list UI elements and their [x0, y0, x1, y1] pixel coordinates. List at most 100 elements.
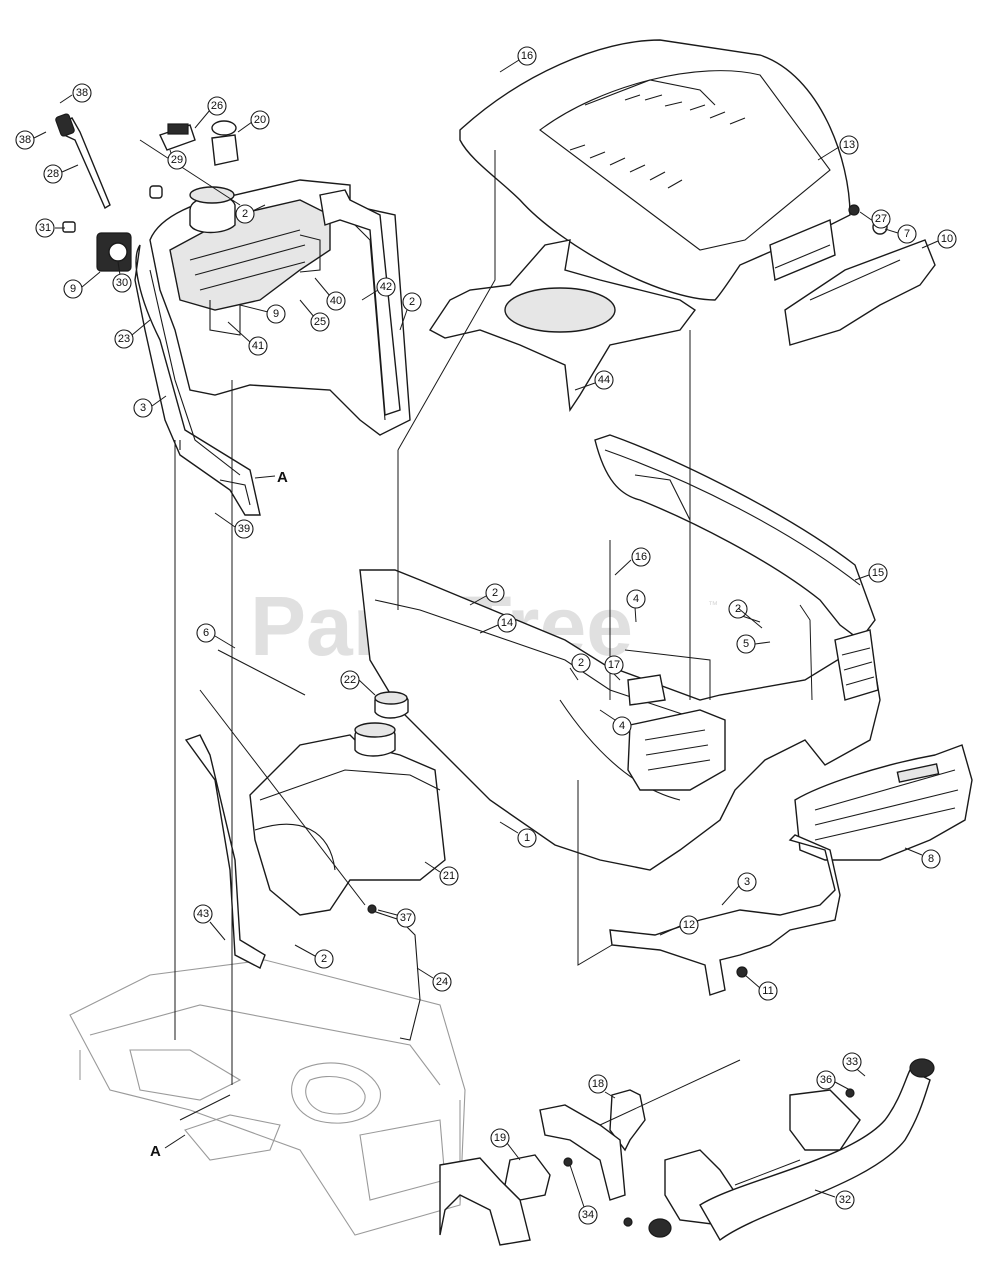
- callout-number: 31: [39, 222, 51, 234]
- callout-bubble: [248, 336, 268, 356]
- callout-bubble: [588, 1074, 608, 1094]
- callout-bubble: [234, 519, 254, 539]
- callout-number: 38: [19, 134, 31, 146]
- callout-number: 23: [118, 333, 130, 345]
- callout-number: 18: [592, 1078, 604, 1090]
- callout-number: 4: [619, 720, 625, 732]
- callout-bubble: [594, 370, 614, 390]
- callout-number: 6: [203, 627, 209, 639]
- hood: [459, 39, 936, 346]
- callout-number: 1: [524, 832, 530, 844]
- callout-number: 13: [843, 139, 855, 151]
- callout-number: 41: [252, 340, 264, 352]
- callout-bubble: [612, 716, 632, 736]
- callout-bubble: [839, 135, 859, 155]
- callout-number: 32: [839, 1194, 851, 1206]
- callout-number: 14: [501, 617, 513, 629]
- callout-number: 33: [846, 1056, 858, 1068]
- callout-number: 39: [238, 523, 250, 535]
- callout-number: 21: [443, 870, 455, 882]
- callout-bubble: [679, 915, 699, 935]
- callout-number: 17: [608, 659, 620, 671]
- callout-bubble: [937, 229, 957, 249]
- callout-number: 7: [904, 228, 910, 240]
- callout-number: 27: [875, 213, 887, 225]
- callout-bubble: [326, 291, 346, 311]
- callout-number: 9: [70, 283, 76, 295]
- callout-bubble: [626, 589, 646, 609]
- callout-number: 34: [582, 1209, 594, 1221]
- callout-number: 40: [330, 295, 342, 307]
- callout-bubble: [72, 83, 92, 103]
- callout-bubble: [35, 218, 55, 238]
- callout-bubble: [133, 398, 153, 418]
- callout-number: 4: [633, 593, 639, 605]
- callout-bubble: [835, 1190, 855, 1210]
- callout-number: 3: [140, 402, 146, 414]
- callout-number: 15: [872, 567, 884, 579]
- callout-number: 22: [344, 674, 356, 686]
- callout-number: 2: [409, 296, 415, 308]
- callout-number: 2: [735, 603, 741, 615]
- callout-number: 9: [273, 308, 279, 320]
- callout-number: 16: [521, 50, 533, 62]
- callout-number: 36: [820, 1074, 832, 1086]
- fuel-tank: [249, 691, 446, 1041]
- callout-number: 2: [242, 208, 248, 220]
- callout-bubble: [631, 547, 651, 567]
- air-duct: [428, 239, 697, 412]
- callout-number: 12: [683, 919, 695, 931]
- callout-number: 25: [314, 316, 326, 328]
- callout-bubble: [758, 981, 778, 1001]
- callout-bubble: [432, 972, 452, 992]
- callout-number: 44: [598, 374, 610, 386]
- callout-bubble: [921, 849, 941, 869]
- callout-number: 10: [941, 233, 953, 245]
- callout-bubble: [604, 655, 624, 675]
- callout-number: 19: [494, 1132, 506, 1144]
- callout-bubble: [250, 110, 270, 130]
- dash-panel-assembly: [134, 179, 411, 516]
- callout-bubble: [737, 872, 757, 892]
- callout-number: 30: [116, 277, 128, 289]
- callout-number: 2: [492, 587, 498, 599]
- callout-number: 2: [321, 953, 327, 965]
- alignment-lines: [139, 139, 813, 1186]
- callout-number: 8: [928, 853, 934, 865]
- callout-bubble: [15, 130, 35, 150]
- callout-number: 16: [635, 551, 647, 563]
- callout-number: 20: [254, 114, 266, 126]
- callout-bubble: [376, 277, 396, 297]
- callout-bubble: [314, 949, 334, 969]
- callout-bubble: [497, 613, 517, 633]
- callout-bubble: [310, 312, 330, 332]
- callout-bubble: [167, 150, 187, 170]
- callout-bubble: [340, 670, 360, 690]
- callout-number: 43: [197, 908, 209, 920]
- reference-label-a-bottom: A: [150, 1143, 161, 1160]
- callout-bubble: [868, 563, 888, 583]
- ignition-parts: [55, 113, 239, 272]
- callout-bubble: [736, 634, 756, 654]
- callout-bubble: [63, 279, 83, 299]
- callout-number: 29: [171, 154, 183, 166]
- callout-bubble: [571, 653, 591, 673]
- callout-bubble: [439, 866, 459, 886]
- frame-outline: [69, 959, 466, 1236]
- callout-number: 26: [211, 100, 223, 112]
- callout-bubble: [266, 304, 286, 324]
- callout-bubble: [196, 623, 216, 643]
- callout-bubble: [402, 292, 422, 312]
- front-grille: [794, 744, 973, 861]
- callout-bubble: [816, 1070, 836, 1090]
- callouts: 38 38 28 26 20 29 2 31 9 30 9 25: [15, 46, 957, 1225]
- tank-strap: [184, 734, 266, 969]
- callout-bubble: [517, 828, 537, 848]
- callout-number: 42: [380, 281, 392, 293]
- side-panel-rail: [594, 434, 876, 641]
- callout-number: 28: [47, 168, 59, 180]
- callout-bubble: [897, 224, 917, 244]
- callout-bubble: [842, 1052, 862, 1072]
- callout-bubble: [396, 908, 416, 928]
- callout-bubble: [112, 273, 132, 293]
